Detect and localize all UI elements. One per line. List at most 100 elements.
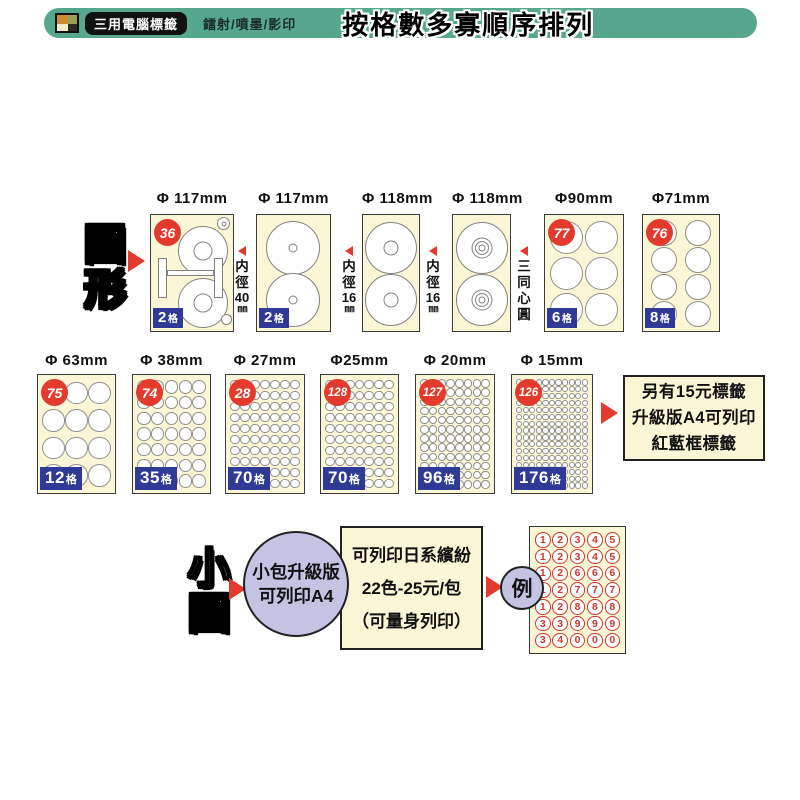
- label-dot: [472, 461, 482, 471]
- sample-number-dot: 3: [569, 532, 586, 548]
- label-dot: [428, 452, 438, 462]
- label-dot: [561, 393, 569, 400]
- cell-count-unit: 格: [160, 474, 172, 486]
- sheet-diameter-label: Φ25mm: [330, 352, 389, 369]
- label-dot: [280, 401, 290, 412]
- label-dot: [522, 420, 529, 427]
- sample-number-dot: 8: [604, 599, 620, 615]
- label-dot: [240, 434, 250, 445]
- label-dot: [164, 380, 179, 394]
- arrow-left-icon: [238, 246, 246, 256]
- label-dot: [575, 454, 582, 462]
- label-dot: [364, 423, 375, 434]
- label-dot: [334, 445, 345, 456]
- sample-number-dot: 2: [552, 548, 568, 565]
- label-dot: [522, 441, 529, 448]
- label-dot: [555, 454, 562, 462]
- label-dot: [164, 442, 179, 457]
- label-dot: [581, 468, 588, 475]
- label-dot: [555, 427, 562, 434]
- small-ring-label: [217, 217, 230, 230]
- label-dot: [384, 390, 394, 401]
- label-dot: [420, 452, 429, 462]
- label-dot: [344, 445, 355, 456]
- sheet-diameter-label: Φ90mm: [554, 190, 614, 207]
- label-dot: [334, 423, 345, 434]
- label-dot-grid: [325, 379, 394, 489]
- label-dot: [542, 420, 549, 427]
- label-dot: [472, 425, 482, 434]
- label-dot: [384, 445, 394, 456]
- label-dot: [260, 379, 270, 390]
- label-dot: [42, 436, 65, 459]
- sample-number-dot: 3: [552, 615, 568, 632]
- label-dot: [535, 454, 542, 462]
- label-dot: [384, 456, 394, 467]
- label-dot: [550, 256, 583, 290]
- label-dot: [561, 448, 569, 455]
- small-pack-bubble: 小包升級版可列印A4: [243, 531, 349, 637]
- print-methods-label: 鐳射/噴墨/影印: [203, 16, 297, 32]
- product-number-badge: 28: [229, 379, 256, 406]
- product-number-badge: 76: [646, 219, 673, 246]
- label-dot: [137, 427, 151, 441]
- cd-disc: [456, 274, 508, 326]
- cd-disc: [365, 274, 417, 326]
- cell-count-unit: 格: [659, 314, 670, 325]
- label-dot: [455, 415, 464, 425]
- label-dot: [325, 434, 335, 445]
- label-dot: [446, 388, 455, 397]
- label-dot: [420, 425, 429, 434]
- annotation-char: 徑: [342, 275, 356, 290]
- label-dot: [555, 399, 562, 407]
- label-dot: [384, 478, 394, 489]
- annotation-char: 心: [517, 291, 531, 306]
- label-dot: [585, 292, 618, 326]
- sheet-diameter-label: Φ 15mm: [520, 352, 584, 369]
- label-dot: [270, 467, 280, 478]
- annotation-char: 同: [517, 275, 531, 290]
- label-dot: [561, 413, 569, 420]
- label-dot: [529, 420, 536, 427]
- label-dot: [529, 434, 536, 441]
- side-note-line: 升級版A4可列印: [631, 409, 757, 427]
- label-dot: [548, 448, 556, 455]
- cell-count-number: 96: [423, 468, 443, 487]
- label-dot: [463, 470, 473, 480]
- label-dot: [192, 427, 206, 441]
- sample-row: 12777: [535, 582, 620, 598]
- label-dot: [250, 412, 260, 423]
- cell-count-number: 70: [233, 468, 253, 487]
- label-dot: [472, 443, 482, 452]
- label-dot: [354, 390, 365, 401]
- label-dot: [581, 420, 588, 427]
- label-dot: [581, 434, 588, 441]
- cell-count-unit: 格: [65, 474, 77, 486]
- label-dot: [555, 379, 562, 386]
- label-dot: [542, 441, 549, 448]
- label-dot: [472, 480, 482, 489]
- label-dot: [374, 478, 385, 489]
- sample-number-dot: 4: [552, 632, 568, 648]
- page-title: 按格數多寡順序排列: [342, 9, 595, 40]
- label-dot: [535, 413, 542, 420]
- arrow-left-icon: [345, 246, 353, 256]
- sample-number-dot: 7: [569, 582, 586, 598]
- label-dot: [575, 420, 582, 427]
- label-dot: [516, 454, 523, 462]
- label-dot: [192, 395, 206, 410]
- label-dot: [561, 379, 569, 386]
- label-dot: [290, 445, 300, 456]
- disc-center-ring: [193, 293, 213, 313]
- label-dot: [575, 393, 582, 400]
